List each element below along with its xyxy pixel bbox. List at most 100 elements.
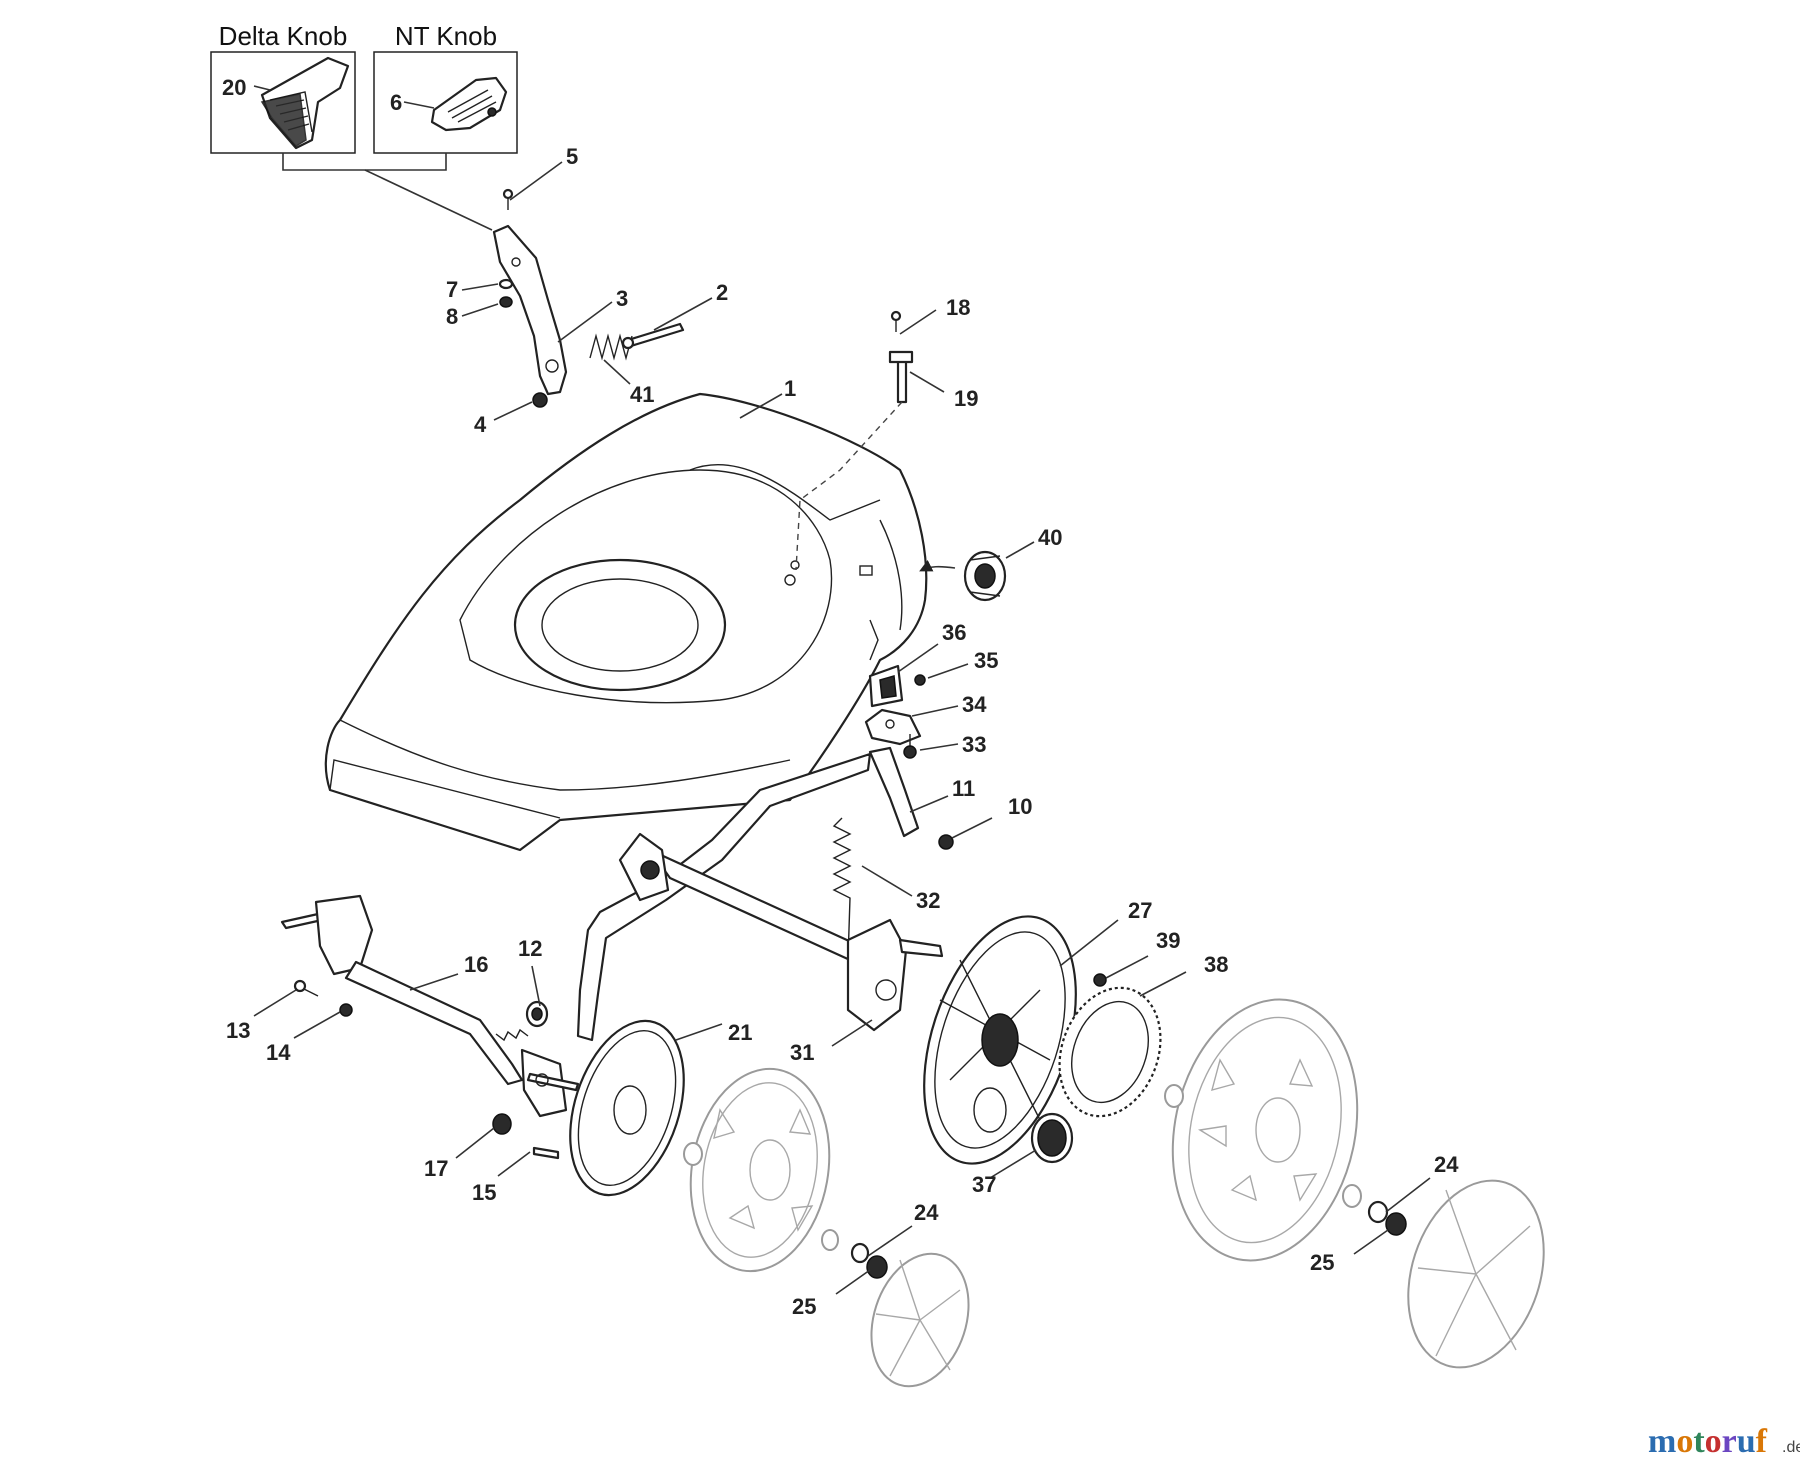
leader-line	[403, 101, 435, 109]
mower-deck	[324, 392, 928, 852]
front-hub-disc-21	[569, 1019, 685, 1197]
callout-13: 13	[226, 1018, 250, 1043]
nut-8	[499, 296, 513, 308]
washer-rear-outer	[1342, 1184, 1362, 1208]
inset-bracket	[282, 153, 447, 171]
pin-2	[621, 322, 685, 350]
watermark-letter: f	[1756, 1423, 1768, 1460]
nut-25-front	[866, 1255, 888, 1279]
screw-15	[532, 1146, 560, 1160]
callout-15: 15	[472, 1180, 496, 1205]
watermark-letter: m	[1648, 1423, 1676, 1460]
callout-19: 19	[954, 386, 978, 411]
nt-knob-part	[430, 76, 508, 132]
bushing-12	[525, 1000, 549, 1028]
watermark-suffix: .de	[1782, 1439, 1800, 1456]
height-adjust-lever	[492, 224, 568, 396]
arrow-40	[919, 559, 956, 572]
callout-17: 17	[424, 1156, 448, 1181]
rear-wheel-ghost	[1171, 998, 1359, 1262]
washer-front-inner	[683, 1142, 703, 1166]
screw-35	[914, 674, 926, 686]
nut-14	[339, 1003, 353, 1017]
washer-front-outer	[821, 1229, 839, 1251]
screw-33	[903, 734, 917, 759]
callout-3: 3	[616, 286, 628, 311]
callout-24-rear: 24	[1434, 1152, 1459, 1177]
callout-11: 11	[952, 776, 975, 801]
callout-6: 6	[390, 90, 402, 115]
callout-1: 1	[784, 376, 796, 401]
screw-39	[1093, 973, 1107, 987]
callout-numbers: 5 7 8 3 2 4 41 1 18 19 40 36 35 34 33 11…	[226, 144, 1459, 1319]
callout-35: 35	[974, 648, 998, 673]
delta-knob-part	[260, 56, 350, 150]
screw-5	[502, 188, 514, 210]
callout-14: 14	[266, 1040, 291, 1065]
washer-7	[498, 278, 514, 290]
callout-39: 39	[1156, 928, 1180, 953]
callout-33: 33	[962, 732, 986, 757]
wheel-bracket-31	[846, 918, 944, 1032]
pivot-pin-19	[888, 350, 914, 404]
spring-41	[589, 333, 633, 361]
callout-12: 12	[518, 936, 542, 961]
callout-21: 21	[728, 1020, 752, 1045]
rear-gear-cover-27	[923, 915, 1077, 1165]
watermark-text: motoruf	[1648, 1423, 1768, 1460]
watermark-letter: u	[1737, 1423, 1756, 1460]
callout-4: 4	[474, 412, 487, 437]
callout-2: 2	[716, 280, 728, 305]
watermark-letter: r	[1722, 1423, 1737, 1460]
clamp-34	[864, 708, 922, 746]
hubcap-rear-ghost	[1407, 1179, 1545, 1369]
screw-13	[293, 979, 319, 997]
nut-25-rear	[1385, 1212, 1407, 1236]
callout-27: 27	[1128, 898, 1152, 923]
inset-delta-knob: Delta Knob 20	[210, 21, 356, 154]
callout-5: 5	[566, 144, 578, 169]
inset-delta-knob-title: Delta Knob	[219, 21, 348, 51]
callout-20: 20	[222, 75, 246, 100]
callout-31: 31	[790, 1040, 814, 1065]
screw-10	[938, 834, 954, 850]
callout-8: 8	[446, 304, 458, 329]
callout-37: 37	[972, 1172, 996, 1197]
callout-41: 41	[630, 382, 654, 407]
bracket-36	[868, 664, 904, 708]
callout-38: 38	[1204, 952, 1228, 977]
watermark-letter: o	[1705, 1423, 1722, 1460]
washer-24-front	[850, 1242, 870, 1264]
front-axle-16	[280, 894, 580, 1118]
ring-gear-38	[1058, 986, 1162, 1118]
callout-32: 32	[916, 888, 940, 913]
leader-line	[253, 85, 271, 91]
pinion-37	[1030, 1112, 1074, 1164]
inset-nt-knob: NT Knob 6	[373, 21, 518, 154]
hubcap-front-ghost	[870, 1252, 970, 1388]
inset-nt-knob-title: NT Knob	[395, 21, 497, 51]
dashed-assembly-path	[795, 401, 903, 571]
watermark-letter: t	[1693, 1423, 1705, 1460]
washer-24-rear	[1367, 1200, 1389, 1224]
nut-4	[532, 392, 548, 408]
watermark: motoruf .de	[1648, 1423, 1800, 1460]
washer-rear-inner	[1164, 1084, 1184, 1108]
callout-10: 10	[1008, 794, 1032, 819]
callout-25-front: 25	[792, 1294, 816, 1319]
callout-40: 40	[1038, 525, 1062, 550]
leader-line	[364, 169, 493, 231]
callout-24-front: 24	[914, 1200, 939, 1225]
callout-34: 34	[962, 692, 987, 717]
adjuster-knob-40	[963, 550, 1007, 602]
callout-25-rear: 25	[1310, 1250, 1334, 1275]
pivot-mount	[618, 832, 670, 902]
callout-16: 16	[464, 952, 488, 977]
nut-17	[492, 1113, 512, 1135]
callout-18: 18	[946, 295, 970, 320]
leader-lines	[253, 161, 1431, 1295]
spring-32	[832, 817, 852, 961]
callout-36: 36	[942, 620, 966, 645]
